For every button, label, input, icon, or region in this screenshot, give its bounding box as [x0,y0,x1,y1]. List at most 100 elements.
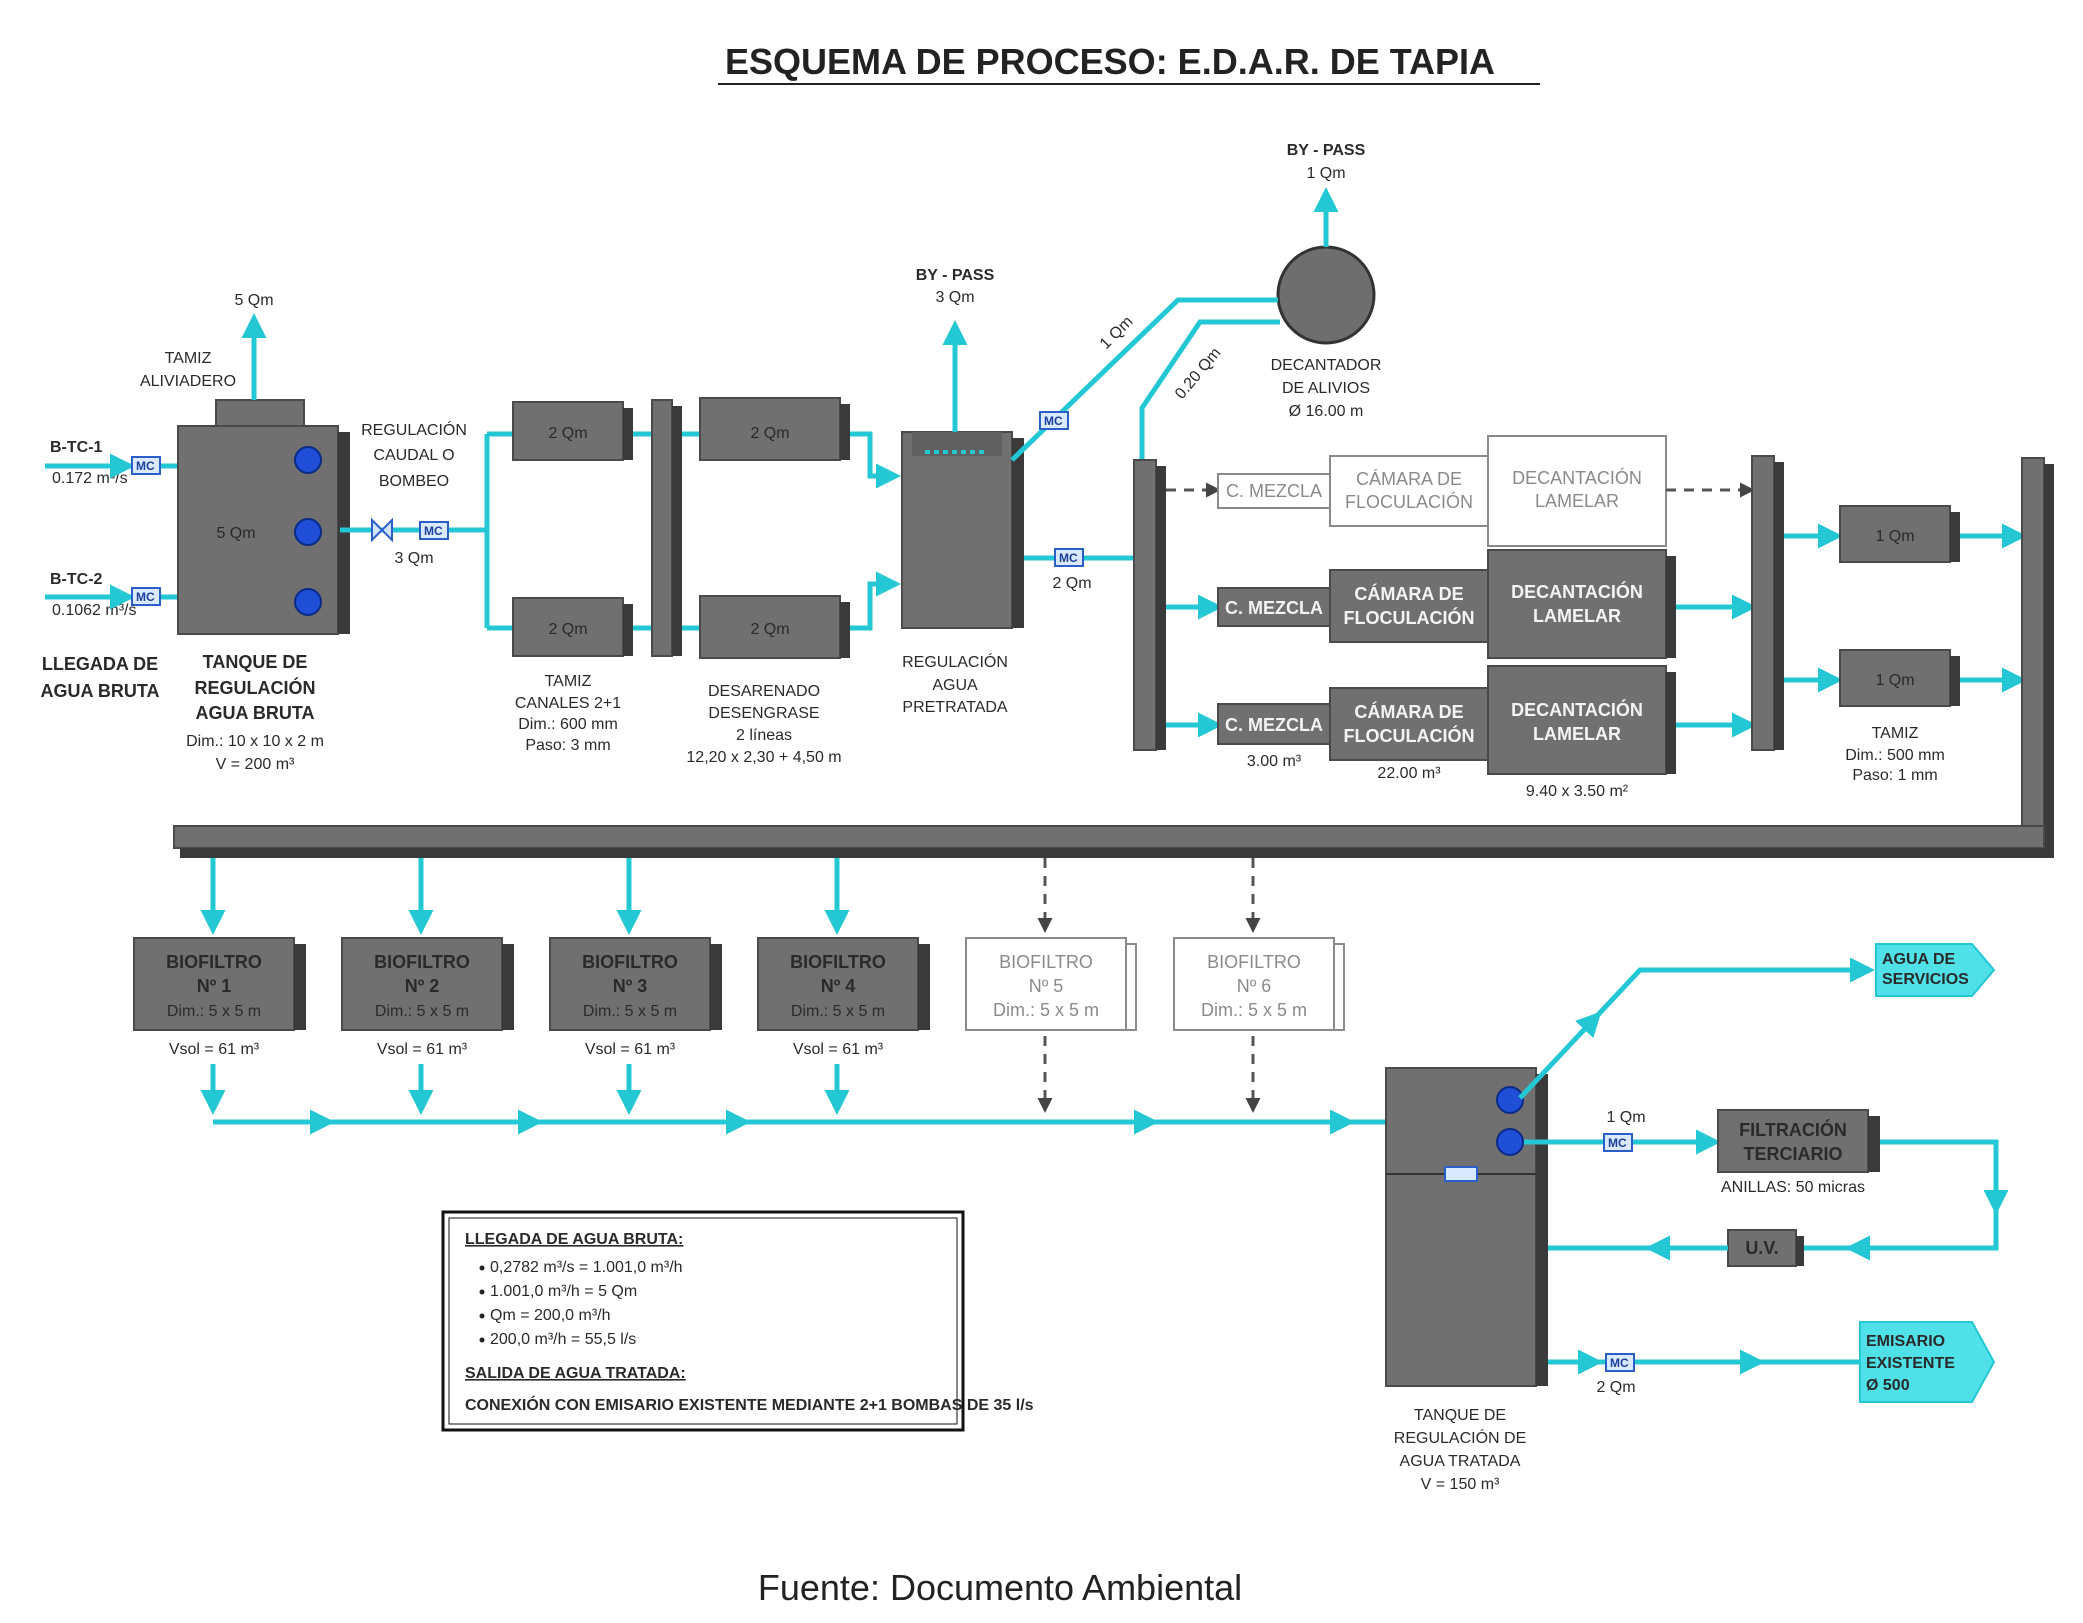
svg-text:Vsol = 61 m³: Vsol = 61 m³ [169,1041,260,1058]
svg-text:12,20 x 2,30 + 4,50 m: 12,20 x 2,30 + 4,50 m [686,749,841,766]
svg-text:Nº 4: Nº 4 [821,976,856,996]
svg-text:FLOCULACIÓN: FLOCULACIÓN [1344,607,1475,628]
return-channel [2021,457,2045,845]
svg-text:BOMBEO: BOMBEO [379,473,449,490]
svg-text:ALIVIADERO: ALIVIADERO [140,373,236,390]
svg-text:C. MEZCLA: C. MEZCLA [1226,481,1322,501]
pipe [850,431,901,489]
svg-text:2 Qm: 2 Qm [1596,1379,1635,1396]
svg-text:TAMIZ: TAMIZ [1872,725,1919,742]
svg-text:MC: MC [1044,414,1063,428]
biofiltro-4: BIOFILTRO Nº 4 Dim.: 5 x 5 m Vsol = 61 m… [757,858,930,1115]
svg-text:Dim.: 600 mm: Dim.: 600 mm [518,716,618,733]
decantador-alivios: BY - PASS 1 Qm DECANTADOR DE ALIVIOS Ø 1… [1010,142,1381,462]
svg-text:BY - PASS: BY - PASS [916,267,995,284]
svg-text:Vsol = 61 m³: Vsol = 61 m³ [793,1041,884,1058]
svg-text:Dim.: 500 mm: Dim.: 500 mm [1845,747,1945,764]
svg-text:2 Qm: 2 Qm [750,425,789,442]
svg-text:V = 150 m³: V = 150 m³ [1421,1476,1500,1493]
arrival-label-2: AGUA BRUTA [41,681,160,701]
biofiltro-1: BIOFILTRO Nº 1 Dim.: 5 x 5 m Vsol = 61 m… [133,858,306,1115]
pump-icon [294,446,322,474]
mc-meter-btc2: MC [131,587,161,606]
svg-text:Nº 3: Nº 3 [613,976,648,996]
svg-text:1 Qm: 1 Qm [1875,528,1914,545]
collector-channel [1751,455,1775,751]
svg-text:1 Qm: 1 Qm [1306,165,1345,182]
svg-text:Dim.: 5 x 5 m: Dim.: 5 x 5 m [791,1003,885,1020]
svg-text:1 Qm: 1 Qm [1875,672,1914,689]
tanque-agua-tratada: TANQUE DE REGULACIÓN DE AGUA TRATADA V =… [1385,1067,1548,1493]
svg-text:DECANTACIÓN: DECANTACIÓN [1511,699,1643,720]
svg-text:B-TC-1: B-TC-1 [50,439,103,456]
svg-text:B-TC-2: B-TC-2 [50,571,103,588]
svg-text:AGUA: AGUA [932,677,978,694]
tamiz-canales: 2 Qm 2 Qm TAMIZ CANALES 2+1 Dim.: 600 mm… [512,399,682,754]
svg-text:LAMELAR: LAMELAR [1533,724,1621,744]
biofilter-header-channel [173,825,2045,849]
svg-text:MC: MC [136,459,155,473]
svg-text:TERCIARIO: TERCIARIO [1744,1144,1843,1164]
svg-text:3.00 m³: 3.00 m³ [1247,753,1302,770]
svg-text:Paso: 3 mm: Paso: 3 mm [525,737,610,754]
caption: Fuente: Documento Ambiental [758,1567,1242,1608]
diagram-title: ESQUEMA DE PROCESO: E.D.A.R. DE TAPIA [725,41,1495,82]
svg-text:LLEGADA DE AGUA BRUTA:: LLEGADA DE AGUA BRUTA: [465,1231,683,1248]
biofiltro-6: BIOFILTRO Nº 6 Dim.: 5 x 5 m [1173,858,1345,1113]
svg-text:DESARENADO: DESARENADO [708,683,820,700]
svg-text:2 Qm: 2 Qm [750,621,789,638]
svg-text:Nº 5: Nº 5 [1029,976,1064,996]
svg-text:2 Qm: 2 Qm [548,425,587,442]
svg-text:2 Qm: 2 Qm [548,621,587,638]
tamiz-aliviadero: 5 Qm TAMIZ ALIVIADERO [140,292,305,427]
svg-text:FLOCULACIÓN: FLOCULACIÓN [1344,725,1475,746]
biofiltro-5: BIOFILTRO Nº 5 Dim.: 5 x 5 m [965,858,1137,1113]
tamiz-fino: 1 Qm 1 Qm TAMIZ Dim.: 500 mm Paso: 1 mm [1784,505,2027,784]
line-ghost: C. MEZCLA CÁMARA DE FLOCULACIÓN DECANTAC… [1166,435,1755,547]
regulacion-pretratada: BY - PASS 3 Qm REGULACIÓN AGUA PRETRATAD… [901,267,1024,716]
pump-icon [294,518,322,546]
svg-text:BY - PASS: BY - PASS [1287,142,1366,159]
svg-text:FLOCULACIÓN: FLOCULACIÓN [1345,491,1473,512]
arrival-label-1: LLEGADA DE [42,654,158,674]
svg-text:REGULACIÓN: REGULACIÓN [361,420,467,439]
biofiltro-3: BIOFILTRO Nº 3 Dim.: 5 x 5 m Vsol = 61 m… [549,858,722,1115]
svg-text:DESENGRASE: DESENGRASE [708,705,819,722]
svg-text:0.1062 m³/s: 0.1062 m³/s [52,602,136,619]
svg-text:LAMELAR: LAMELAR [1535,491,1619,511]
svg-text:V = 200 m³: V = 200 m³ [216,756,295,773]
svg-text:TANQUE DE: TANQUE DE [203,652,308,672]
svg-text:EMISARIO: EMISARIO [1866,1333,1945,1350]
biofiltro-2: BIOFILTRO Nº 2 Dim.: 5 x 5 m Vsol = 61 m… [341,858,514,1115]
svg-text:BIOFILTRO: BIOFILTRO [999,952,1093,972]
svg-text:PRETRATADA: PRETRATADA [902,699,1008,716]
uv-label: U.V. [1745,1238,1778,1258]
svg-text:3 Qm: 3 Qm [394,550,433,567]
svg-text:5 Qm: 5 Qm [216,525,255,542]
svg-text:AGUA TRATADA: AGUA TRATADA [1400,1453,1521,1470]
emisario-outlet: MC 2 Qm EMISARIO EXISTENTE Ø 500 [1548,1321,1996,1403]
svg-text:Dim.: 5 x 5 m: Dim.: 5 x 5 m [1201,1000,1307,1020]
svg-text:MC: MC [1059,551,1078,565]
legend-item: 1.001,0 m³/h = 5 Qm [490,1283,637,1300]
svg-text:MC: MC [1608,1136,1627,1150]
svg-text:FILTRACIÓN: FILTRACIÓN [1739,1119,1847,1140]
svg-text:MC: MC [424,524,443,538]
svg-text:2 líneas: 2 líneas [736,727,792,744]
svg-text:Paso: 1 mm: Paso: 1 mm [1852,767,1937,784]
svg-text:0.172 m³/s: 0.172 m³/s [52,470,128,487]
legend-item: 200,0 m³/h = 55,5 l/s [490,1331,636,1348]
svg-text:9.40 x 3.50 m²: 9.40 x 3.50 m² [1526,783,1629,800]
svg-text:CAUDAL O: CAUDAL O [373,447,454,464]
svg-text:Dim.: 5 x 5 m: Dim.: 5 x 5 m [167,1003,261,1020]
svg-text:Nº 6: Nº 6 [1237,976,1272,996]
svg-text:Vsol = 61 m³: Vsol = 61 m³ [585,1041,676,1058]
svg-text:1 Qm: 1 Qm [1606,1109,1645,1126]
pipe [850,571,901,631]
svg-text:CÁMARA DE: CÁMARA DE [1354,583,1463,604]
distribution-channel [1133,459,1157,751]
svg-text:REGULACIÓN DE: REGULACIÓN DE [1394,1428,1526,1447]
desarenado-desengrase: 2 Qm 2 Qm DESARENADO DESENGRASE 2 líneas… [682,397,850,766]
svg-text:DECANTACIÓN: DECANTACIÓN [1512,467,1642,488]
svg-text:Nº 2: Nº 2 [405,976,440,996]
